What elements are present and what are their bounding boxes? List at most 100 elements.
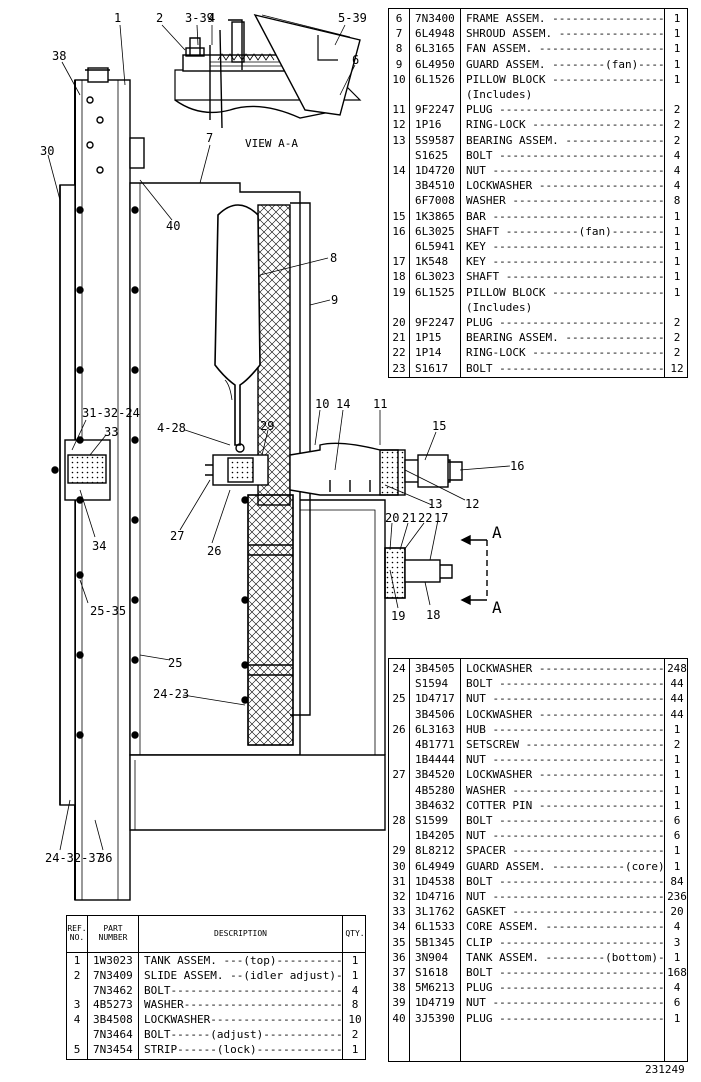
quantity: 2 — [673, 103, 681, 117]
section-a-top: A — [492, 523, 502, 542]
part-number: 1D4716 — [415, 890, 455, 903]
part-number: 6L1525 — [415, 285, 455, 299]
callout-9: 9 — [331, 293, 338, 307]
callout-6: 6 — [352, 53, 359, 67]
description: CORE ASSEM. ----------------------- — [466, 920, 663, 934]
part-number: 1K3865 — [415, 209, 455, 223]
ref-no: 36 — [392, 950, 406, 964]
callout-34: 34 — [92, 539, 106, 553]
description: BEARING ASSEM. ---------------- — [466, 331, 663, 345]
bolts — [51, 206, 249, 739]
quantity: 4 — [351, 983, 359, 997]
ref-no: 29 — [392, 844, 406, 858]
description: (Includes) — [466, 300, 533, 314]
table-row: 43B4508LOCKWASHER-----------------------… — [67, 1013, 365, 1028]
callout-7: 7 — [206, 131, 213, 145]
callout-12: 12 — [465, 497, 479, 511]
description: CLIP ------------------------------ — [466, 935, 663, 949]
part-number: 6L3163 — [415, 722, 455, 736]
part-number: 7N3400 — [415, 12, 455, 25]
part-number: 3N904 — [415, 950, 449, 964]
quantity: 1 — [673, 42, 681, 56]
quantity: 4 — [673, 920, 681, 934]
callout-labels: 1 2 3-39 4 5-39 6 38 7 40 30 8 9 10 14 1… — [40, 11, 524, 865]
ref-no: 28 — [392, 814, 406, 827]
ref-no: 17 — [392, 255, 406, 269]
quantity: 236 — [667, 890, 687, 903]
callout-24-32-37: 24-32-37 — [45, 851, 103, 865]
description: TANK ASSEM. ---------(bottom)------ — [466, 950, 663, 964]
part-number: 1W3023 — [93, 954, 133, 967]
part-number: 3B4520 — [415, 768, 455, 782]
table-row: 7N3464BOLT------(adjust)----------------… — [67, 1028, 365, 1043]
quantity: 8 — [673, 194, 681, 208]
description: BOLT ------------------------------ — [466, 677, 663, 691]
quantity: 1 — [673, 240, 681, 253]
part-number: 1K548 — [415, 255, 449, 269]
callout-16: 16 — [510, 459, 524, 473]
part-number: 7N3409 — [93, 968, 133, 982]
part-number: 6L3165 — [415, 42, 455, 56]
quantity: 1 — [673, 285, 681, 299]
description: WASHER ---------------------------- — [466, 194, 663, 208]
callout-30: 30 — [40, 144, 54, 158]
quantity: 2 — [673, 331, 681, 345]
callout-24-23: 24-23 — [153, 687, 189, 701]
callout-26: 26 — [207, 544, 221, 558]
description: BOLT ------------------------------ — [466, 874, 663, 888]
part-number: 3B4505 — [415, 662, 455, 675]
quantity: 6 — [673, 996, 681, 1010]
description: GUARD ASSEM. --------(fan)--------- — [466, 57, 663, 71]
part-number: 1P16 — [415, 118, 442, 132]
description: NUT ------------------------------- — [466, 753, 663, 767]
quantity: 1 — [351, 1042, 359, 1056]
ref-no: 37 — [392, 966, 406, 979]
quantity: 44 — [670, 677, 684, 691]
callout-40: 40 — [166, 219, 180, 233]
callout-17: 17 — [434, 511, 448, 525]
description: LOCKWASHER------------------------ — [144, 1013, 341, 1027]
ref-no: 26 — [392, 722, 406, 736]
callout-20: 20 — [385, 511, 399, 525]
quantity: 1 — [673, 255, 681, 269]
callout-2: 2 — [156, 11, 163, 25]
callout-31-32-24: 31-32-24 — [82, 406, 140, 420]
part-number: 3B4506 — [415, 707, 455, 721]
description: BOLT ------------------------------ — [466, 966, 663, 979]
description: FAN ASSEM. ------------------------ — [466, 42, 663, 56]
ref-no: 34 — [392, 920, 406, 934]
callout-38: 38 — [52, 49, 66, 63]
quantity: 3 — [673, 935, 681, 949]
quantity: 6 — [673, 814, 681, 827]
description: GUARD ASSEM. -----------(core)---- — [466, 859, 663, 873]
part-number: 1B4444 — [415, 753, 455, 767]
callout-4-28: 4-28 — [157, 421, 186, 435]
description: FRAME ASSEM. ---------------------- — [466, 12, 663, 25]
ref-no: 5 — [73, 1042, 81, 1056]
header-ref-no: REF. NO. — [67, 924, 87, 942]
description: LOCKWASHER ------------------------ — [466, 768, 663, 782]
quantity: 1 — [673, 844, 681, 858]
ref-no: 1 — [73, 954, 81, 967]
ref-no: 6 — [395, 12, 403, 25]
callout-25: 25 — [168, 656, 182, 670]
part-number: 9F2247 — [415, 103, 455, 117]
